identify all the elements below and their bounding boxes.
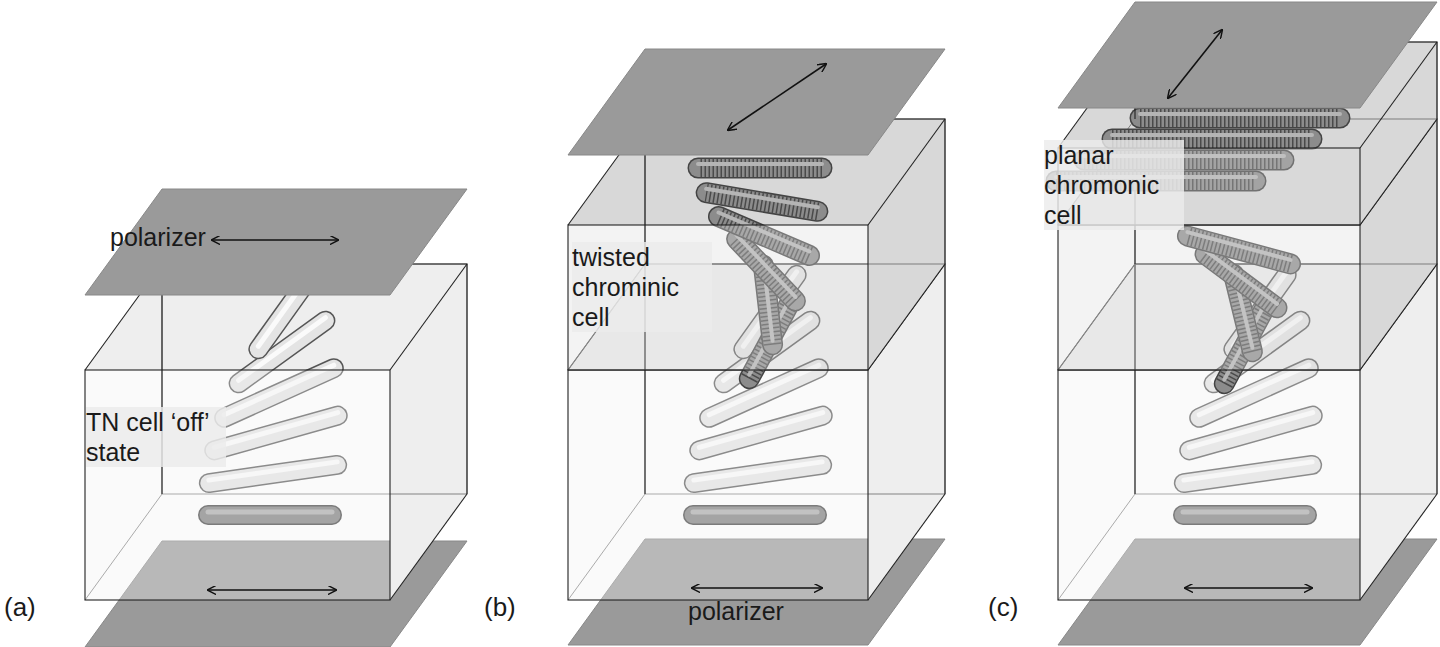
cell-edge <box>868 494 945 600</box>
chromonic-stack <box>1112 135 1312 139</box>
polarizer-label: polarizer <box>110 222 260 252</box>
cell-front-face <box>1058 225 1360 370</box>
rod-highlight <box>698 162 822 166</box>
cell-label: TN cell ‘off’ state <box>86 407 226 467</box>
cell-side-face <box>390 264 467 600</box>
cell-label: twisted chrominic cell <box>572 242 712 332</box>
polarizer-axis-arrow <box>212 239 338 241</box>
polarizer-axis-arrow <box>692 587 822 589</box>
cell-front-face <box>568 225 868 370</box>
cell-front-face <box>1058 370 1360 600</box>
polarizer-label: polarizer <box>688 596 838 626</box>
cell-label: planar chromonic cell <box>1044 140 1184 230</box>
rod-outline <box>698 158 822 179</box>
label-text: polarizer <box>110 222 206 252</box>
cell-edge <box>1360 119 1437 225</box>
cell-box-back <box>85 264 467 600</box>
label-text: TN cell ‘off’ state <box>86 407 226 467</box>
rod-highlight <box>1112 133 1312 137</box>
cell-box-front <box>568 119 945 370</box>
rod-rings <box>1140 109 1340 127</box>
rod-outline <box>706 193 818 212</box>
cell-edge <box>1360 494 1437 600</box>
cell-front-face <box>85 370 390 600</box>
label-text: polarizer <box>688 596 784 626</box>
polarizer-plate <box>85 189 467 295</box>
rod-highlight <box>1140 112 1340 116</box>
chromonic-stack <box>1140 114 1340 118</box>
label-text: twisted chrominic cell <box>572 242 712 332</box>
rod-outline <box>1140 108 1340 129</box>
polarizer-axis-arrow <box>1185 587 1312 589</box>
polarizer-plate <box>1058 2 1437 108</box>
panel-label: (c) <box>988 592 1018 623</box>
rod-highlight <box>706 189 818 208</box>
chromonic-stack <box>706 189 818 212</box>
cell-edge <box>868 264 945 370</box>
cell-box-front <box>85 264 467 600</box>
cell-box-back <box>568 119 945 370</box>
panel-label: (a) <box>4 592 36 623</box>
rod-rings <box>698 159 822 177</box>
polarizer-plate <box>568 49 945 155</box>
cell-side-face <box>868 119 945 370</box>
rod-body <box>706 193 818 212</box>
label-text: planar chromonic cell <box>1044 140 1184 230</box>
chromonic-stack <box>698 164 822 168</box>
rod-rings <box>706 193 818 212</box>
polarizer-axis-arrow <box>208 589 336 591</box>
panel-label: (b) <box>484 592 516 623</box>
cell-edge <box>390 494 467 600</box>
polarizer-axis-arrow <box>1168 30 1222 98</box>
cell-edge <box>1360 264 1437 370</box>
polarizer-axis-arrow <box>728 64 826 130</box>
rod-body <box>1140 109 1340 127</box>
cell-front-face <box>568 370 868 600</box>
rod-body <box>698 159 822 177</box>
